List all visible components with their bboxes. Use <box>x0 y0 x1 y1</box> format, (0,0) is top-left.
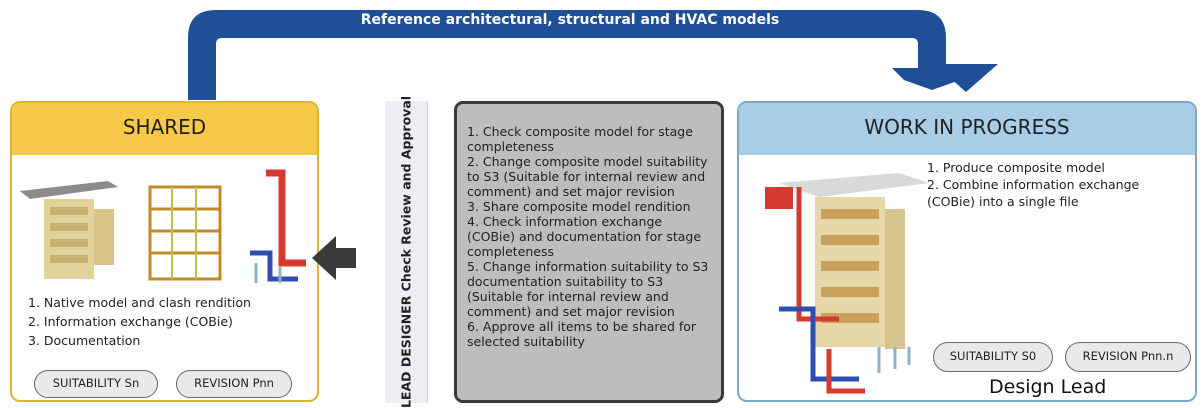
list-item: completeness <box>467 244 555 259</box>
list-item: 1. Check composite model for stage <box>467 124 693 139</box>
review-steps-box: 1. Check composite model for stage compl… <box>454 101 724 403</box>
suitability-badge: SUITABILITY Sn <box>34 370 158 398</box>
list-item: to S3 (Suitable for internal review and <box>467 169 706 184</box>
shared-header: SHARED <box>12 103 317 155</box>
list-item: 3. Share composite model rendition <box>467 199 691 214</box>
suitability-badge: SUITABILITY S0 <box>933 342 1053 372</box>
lead-designer-banner: LEAD DESIGNER Check Review and Approval <box>385 96 428 408</box>
wip-panel: WORK IN PROGRESS 1. Produce composite mo… <box>737 101 1197 402</box>
curved-arrow-icon <box>188 10 998 100</box>
list-item: 2. Change composite model suitability <box>467 154 708 169</box>
list-item: (Suitable for internal review and <box>467 289 669 304</box>
list-item: documentation suitability to S3 <box>467 274 664 289</box>
list-item: 2. Information exchange (COBie) <box>28 314 233 329</box>
wip-items: 1. Produce composite model 2. Combine in… <box>927 159 1139 210</box>
composite-model-image <box>765 173 929 394</box>
arrow-label: Reference architectural, structural and … <box>360 12 780 28</box>
building-models-image <box>20 169 306 283</box>
list-item: 3. Documentation <box>28 333 141 348</box>
revision-badge: REVISION Pnn <box>176 370 292 398</box>
lead-designer-label: LEAD DESIGNER Check Review and Approval <box>398 95 414 408</box>
shared-items: 1. Native model and clash rendition 2. I… <box>28 293 251 350</box>
wip-header: WORK IN PROGRESS <box>739 103 1195 155</box>
list-item: comment) and set major revision <box>467 184 675 199</box>
list-item: 1. Native model and clash rendition <box>28 295 251 310</box>
shared-panel: SHARED 1. Native model and clash renditi… <box>10 101 319 402</box>
design-lead-label: Design Lead <box>989 376 1107 398</box>
left-arrow-icon <box>312 236 356 280</box>
shared-title: SHARED <box>122 115 207 139</box>
list-item: 4. Check information exchange <box>467 214 663 229</box>
review-steps: 1. Check composite model for stage compl… <box>467 124 717 349</box>
revision-badge: REVISION Pnn.n <box>1065 342 1191 372</box>
wip-title: WORK IN PROGRESS <box>864 115 1070 139</box>
list-item: selected suitability <box>467 334 585 349</box>
list-item: 2. Combine information exchange <box>927 177 1140 192</box>
list-item: 6. Approve all items to be shared for <box>467 319 697 334</box>
list-item: 1. Produce composite model <box>927 160 1105 175</box>
list-item: (COBie) into a single file <box>927 194 1079 209</box>
list-item: completeness <box>467 139 555 154</box>
list-item: (COBie) and documentation for stage <box>467 229 702 244</box>
list-item: comment) and set major revision <box>467 304 675 319</box>
list-item: 5. Change information suitability to S3 <box>467 259 709 274</box>
